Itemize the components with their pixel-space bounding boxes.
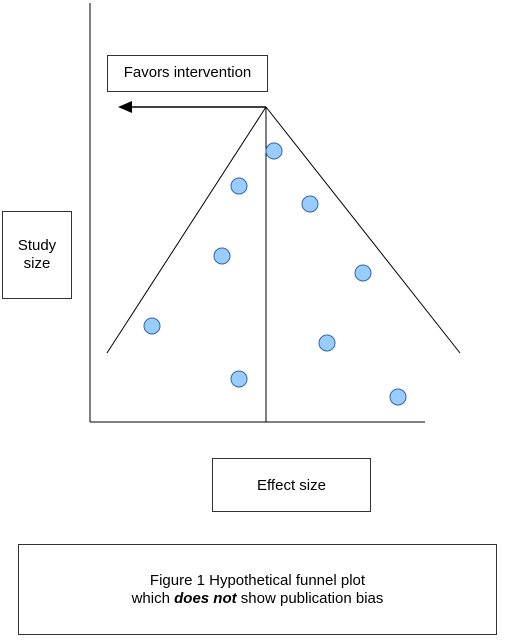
study-point (230, 370, 248, 388)
study-point (265, 142, 283, 160)
caption-box: Figure 1 Hypothetical funnel plot which … (18, 544, 497, 635)
caption-line1: Figure 1 Hypothetical funnel plot (149, 572, 366, 589)
study-point (354, 264, 372, 282)
arrow-head-icon (118, 101, 132, 113)
y-axis-label-line2: size (23, 255, 51, 272)
study-points (143, 142, 407, 406)
funnel-right-edge (265, 106, 461, 354)
x-axis-label: Effect size (257, 477, 326, 494)
study-point (143, 317, 161, 335)
x-axis-label-box: Effect size (212, 458, 371, 512)
y-axis-label: Study size (3, 237, 71, 273)
caption-line2-before: which (131, 590, 175, 607)
y-axis-label-line1: Study (17, 237, 57, 254)
favors-intervention-box: Favors intervention (107, 55, 268, 92)
caption-emphasis: does not (174, 590, 237, 607)
caption-line2: which does not show publication bias (19, 590, 496, 608)
study-point (230, 177, 248, 195)
study-point (318, 334, 336, 352)
study-point (389, 388, 407, 406)
caption-line2-after: show publication bias (236, 590, 384, 607)
figure-caption: Figure 1 Hypothetical funnel plot which … (19, 572, 496, 608)
favors-intervention-label: Favors intervention (123, 64, 252, 81)
study-point (213, 247, 231, 265)
study-point (301, 195, 319, 213)
y-axis-label-box: Study size (2, 211, 72, 299)
funnel-left-edge (106, 106, 267, 354)
